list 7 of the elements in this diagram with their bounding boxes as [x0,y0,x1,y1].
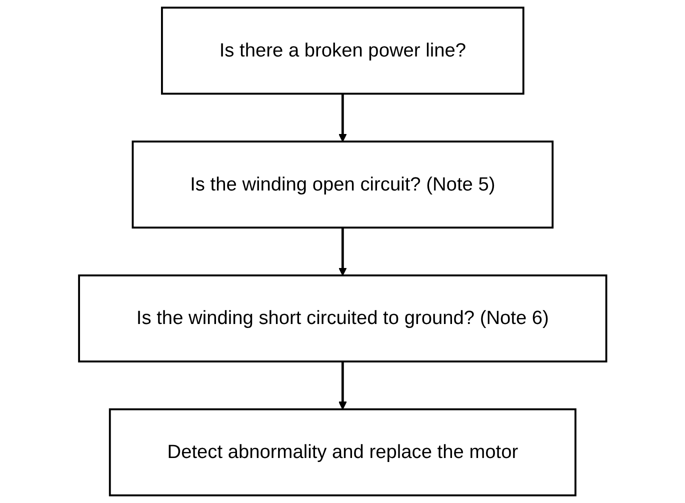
node-box: Is the winding short circuited to ground? (Note 6) [78,274,608,362]
arrow [338,361,347,410]
node-box: Is the winding open circuit? (Note 5) [132,140,554,229]
arrow [338,228,347,276]
arrow [338,94,347,142]
node-box: Is there a broken power line? [160,6,524,95]
node-box: Detect abnormality and replace the motor [108,408,576,496]
